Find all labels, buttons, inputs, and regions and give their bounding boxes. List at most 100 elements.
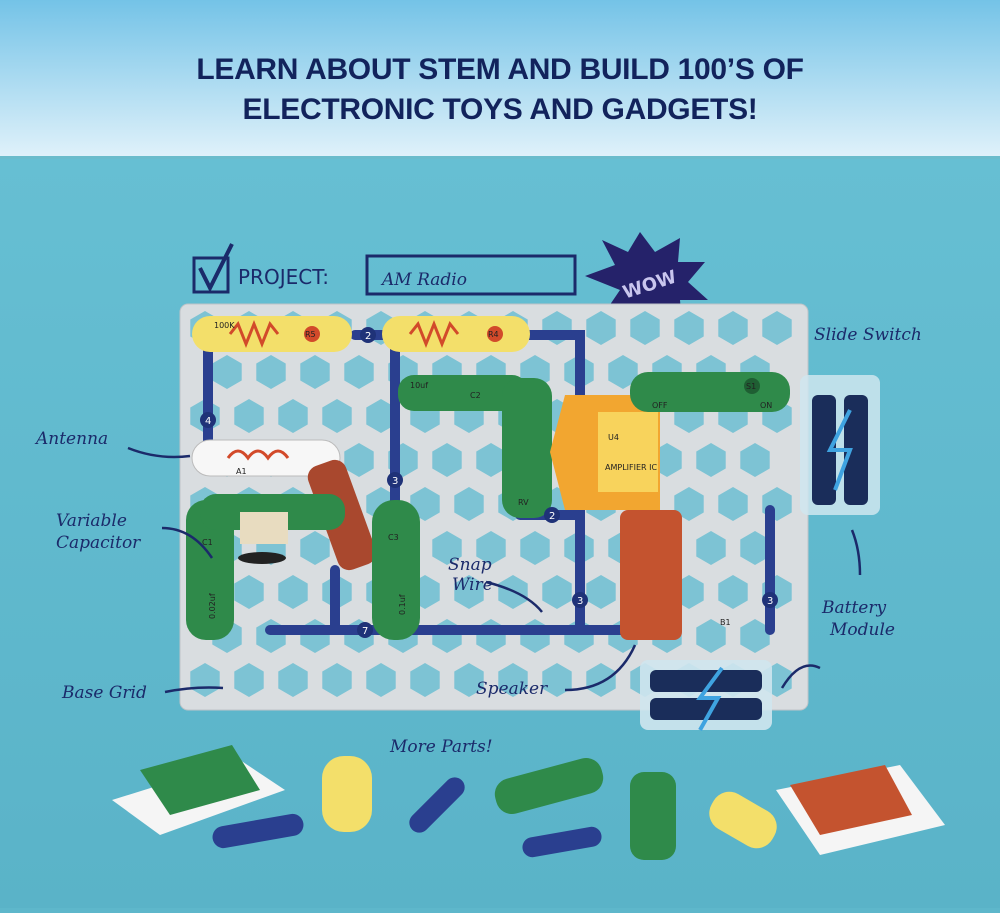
grid-hole <box>234 399 264 433</box>
speaker <box>620 510 682 640</box>
grid-hole <box>410 663 440 697</box>
tuning-capacitor <box>240 512 288 544</box>
callout-snap: Snap <box>448 555 492 575</box>
headline-line-1: LEARN ABOUT STEM AND BUILD 100’S OF <box>196 53 804 86</box>
wire-number: 2 <box>549 511 555 522</box>
c2-label: C2 <box>470 391 481 400</box>
product-illustration: PROJECT: AM Radio WOW 100K R5 R4 10uf C2… <box>0 159 1000 908</box>
grid-hole <box>740 619 770 653</box>
resistor-symbol-icon <box>228 319 280 349</box>
r4-label: R4 <box>488 330 499 339</box>
wire-badges: 2 2 4 3 3 3 7 <box>200 327 778 638</box>
grid-hole <box>630 311 660 345</box>
resistor-part <box>709 791 777 849</box>
grid-hole <box>212 355 242 389</box>
grid-hole <box>278 663 308 697</box>
switch-on-label: ON <box>760 401 772 410</box>
c2-value: 10uf <box>410 381 428 390</box>
grid-hole <box>762 311 792 345</box>
snap-wire <box>515 330 585 400</box>
grid-hole <box>674 311 704 345</box>
wire-number: 3 <box>767 596 773 607</box>
battery-icon <box>812 395 836 505</box>
grid-hole <box>696 619 726 653</box>
r5-label: R5 <box>305 330 316 339</box>
amplifier-chip <box>598 412 658 492</box>
variable-capacitor-c1 <box>186 500 234 640</box>
grid-hole <box>476 531 506 565</box>
a1-label: A1 <box>236 467 247 476</box>
grid-hole <box>234 575 264 609</box>
callout-more-parts: More Parts! <box>389 737 493 757</box>
project-label: PROJECT: <box>238 265 329 289</box>
checkmark-icon <box>198 243 234 293</box>
resistor-symbol-icon <box>408 319 460 349</box>
grid-hole <box>432 531 462 565</box>
grid-hole <box>256 355 286 389</box>
grid-hole <box>278 575 308 609</box>
circuit-board-illustration: PROJECT: AM Radio WOW 100K R5 R4 10uf C2… <box>34 232 945 860</box>
resistor-r5 <box>192 316 352 352</box>
coil-icon <box>226 449 290 461</box>
transistor-part <box>494 757 604 815</box>
grid-hole <box>454 487 484 521</box>
resistor-r4 <box>382 316 530 352</box>
r5-badge <box>304 326 320 342</box>
callout-antenna: Antenna <box>34 429 108 449</box>
headline-line-2: ELECTRONIC TOYS AND GADGETS! <box>242 93 758 126</box>
callout-slide-switch: Slide Switch <box>814 325 922 345</box>
callout-variable-1: Variable <box>56 511 127 531</box>
wire-number: 4 <box>205 416 211 427</box>
battery-icon <box>650 698 762 720</box>
grid-hole <box>718 311 748 345</box>
callout-battery: Battery <box>821 598 886 618</box>
grid-hole <box>674 487 704 521</box>
c1-label: C1 <box>202 538 213 547</box>
antenna-a1 <box>191 439 341 477</box>
project-name: AM Radio <box>380 270 467 290</box>
callout-variable-2: Capacitor <box>56 533 141 553</box>
battery-icon <box>650 670 762 692</box>
snap-wire-part <box>522 826 602 858</box>
callout-base-grid: Base Grid <box>61 683 147 703</box>
grid-hole <box>432 443 462 477</box>
grid-hole <box>344 443 374 477</box>
grid-hole <box>454 663 484 697</box>
wire-number: 2 <box>365 331 371 342</box>
grid-hole <box>696 531 726 565</box>
s1-label: S1 <box>746 382 756 391</box>
grid-hole <box>740 443 770 477</box>
grid-hole <box>586 575 616 609</box>
wire-number: 7 <box>362 626 368 637</box>
snap-wire-part <box>212 813 304 849</box>
grid-hole <box>498 663 528 697</box>
grid-hole <box>476 443 506 477</box>
callout-module: Module <box>829 620 895 640</box>
tuning-knob <box>238 552 286 564</box>
more-parts <box>112 745 945 860</box>
snap-wire-part <box>409 777 465 833</box>
r5-value: 100K <box>214 321 235 330</box>
grid-hole <box>586 663 616 697</box>
grid-hole <box>696 443 726 477</box>
resistor-part <box>322 756 372 832</box>
grid-hole <box>740 531 770 565</box>
grid-hole <box>300 355 330 389</box>
wire-number: 3 <box>577 596 583 607</box>
header-banner: LEARN ABOUT STEM AND BUILD 100’S OF ELEC… <box>0 0 1000 159</box>
variable-resistor-rv <box>502 378 552 518</box>
grid-hole <box>366 399 396 433</box>
u4-label: U4 <box>608 433 619 442</box>
project-name-box <box>365 254 577 296</box>
u4-name: AMPLIFIER IC <box>605 463 657 472</box>
c1-value: 0.02uf <box>208 593 217 619</box>
wire-number: 3 <box>392 476 398 487</box>
grid-hole <box>542 575 572 609</box>
capacitor-c2 <box>398 375 528 411</box>
grid-hole <box>718 575 748 609</box>
s1-badge <box>744 378 760 394</box>
green-module-part <box>140 745 260 815</box>
grid-hole <box>300 531 330 565</box>
rv-label: RV <box>518 498 529 507</box>
grid-hole <box>542 663 572 697</box>
